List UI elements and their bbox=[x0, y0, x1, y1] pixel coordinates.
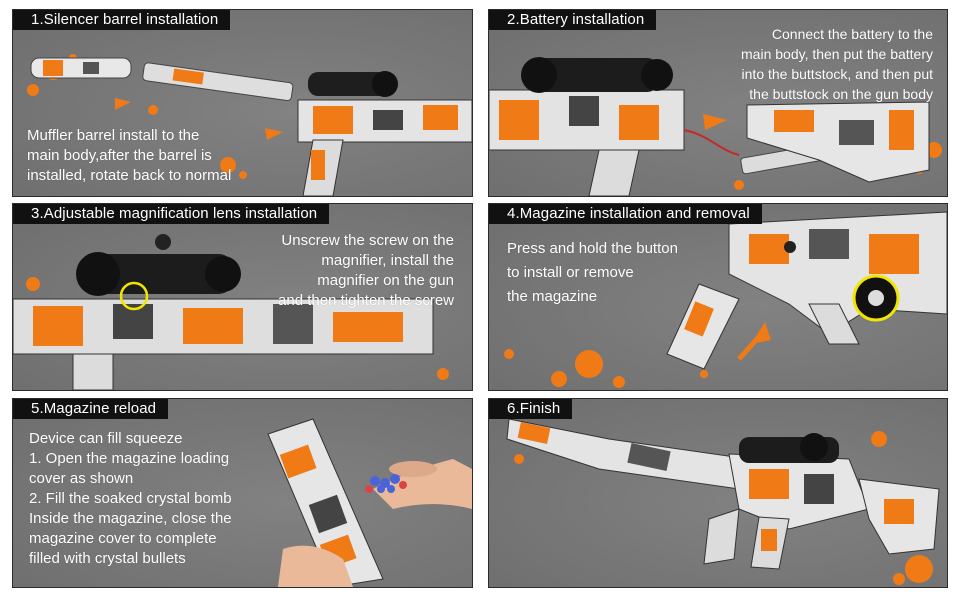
battery-image bbox=[489, 57, 942, 196]
panel-magazine-install: 4.Magazine installation and removal Pres… bbox=[488, 203, 948, 391]
panel-title: 3.Adjustable magnification lens installa… bbox=[13, 204, 330, 224]
panel-battery: 2.Battery installation Connect the batte… bbox=[488, 9, 948, 197]
scope-image bbox=[13, 234, 449, 390]
panel-title: 1.Silencer barrel installation bbox=[13, 10, 231, 30]
paint-splatter bbox=[514, 431, 933, 585]
arrow-icon bbox=[115, 98, 131, 110]
paint-splatter bbox=[504, 349, 708, 388]
panel-magnification-lens: 3.Adjustable magnification lens installa… bbox=[12, 203, 473, 391]
rifle-image bbox=[27, 54, 472, 196]
hand-image bbox=[267, 418, 472, 587]
panel-finish: 6.Finish bbox=[488, 398, 948, 588]
instruction-text: Connect the battery to the main body, th… bbox=[741, 26, 933, 102]
arrow-icon bbox=[703, 114, 727, 130]
panel-title: 4.Magazine installation and removal bbox=[489, 204, 762, 224]
panel-title: 2.Battery installation bbox=[489, 10, 657, 30]
instruction-text: Muffler barrel install to the main body,… bbox=[27, 127, 232, 184]
arrow-icon bbox=[265, 128, 283, 140]
panel-title: 6.Finish bbox=[489, 399, 573, 419]
panel-magazine-reload: 5.Magazine reload Device can fill squeez… bbox=[12, 398, 473, 588]
panel-silencer-barrel: 1.Silencer barrel installation Muffler b… bbox=[12, 9, 473, 197]
instruction-text: Unscrew the screw on the magnifier, inst… bbox=[278, 232, 454, 309]
paint-splatter bbox=[26, 277, 449, 380]
rifle-image bbox=[506, 418, 940, 585]
instruction-text: Press and hold the button to install or … bbox=[507, 240, 678, 305]
instruction-text: Device can fill squeeze 1. Open the maga… bbox=[29, 430, 232, 567]
panel-title: 5.Magazine reload bbox=[13, 399, 169, 419]
magazine-image bbox=[504, 211, 947, 388]
